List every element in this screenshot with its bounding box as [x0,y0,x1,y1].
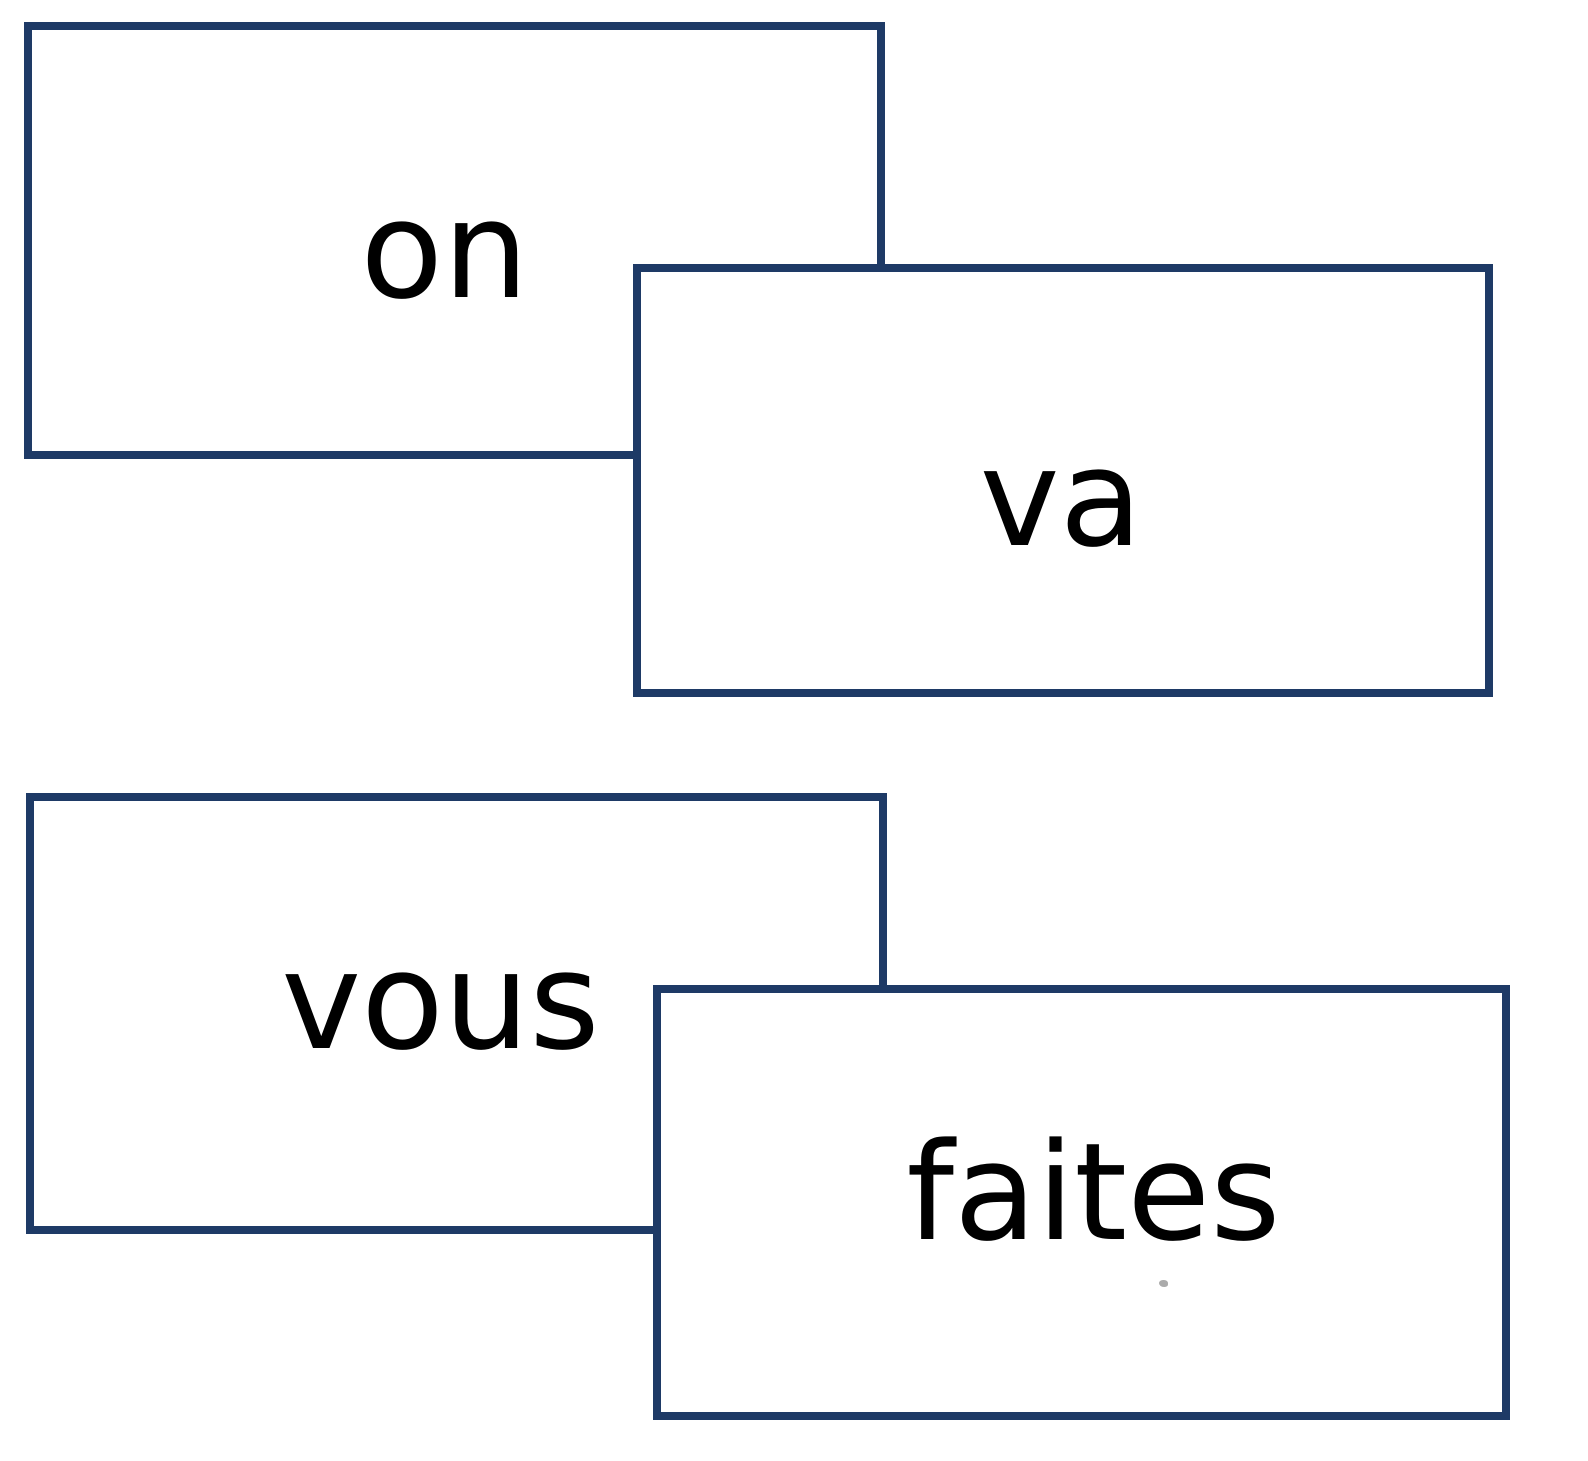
flashcard-word: on [360,172,529,329]
flashcard-word: vous [281,923,600,1080]
flashcard-va[interactable]: va [633,264,1493,697]
scan-speck [1159,1280,1168,1287]
flashcard-word: va [979,420,1143,577]
flashcard-faites[interactable]: faites [653,985,1510,1420]
flashcard-word: faites [906,1114,1281,1271]
flashcard-on[interactable]: on [24,22,885,459]
